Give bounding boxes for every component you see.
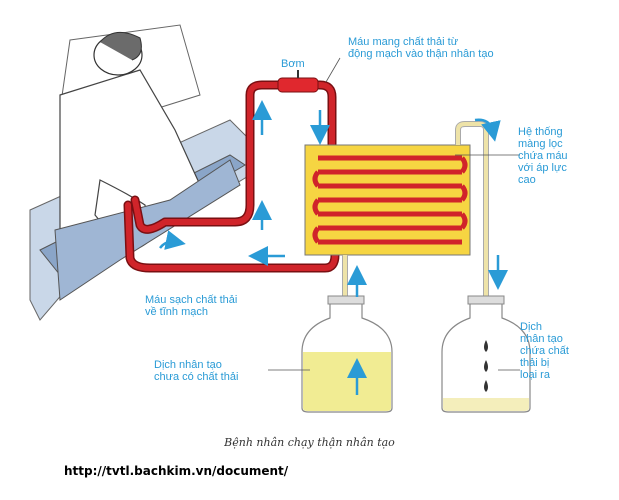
fresh-fluid-label: Dịch nhân tạo chưa có chất thải — [154, 359, 239, 383]
arrow-curve-icon — [474, 118, 501, 142]
clean-blood-label: Máu sạch chất thải về tĩnh mạch — [145, 294, 238, 318]
membrane-label: Hệ thống màng lọc chứa máu với áp lực ca… — [518, 126, 568, 186]
drip-drop — [484, 380, 488, 392]
arrow-curve-icon — [159, 230, 186, 250]
flow-arrows — [159, 100, 508, 395]
figure-caption: Bệnh nhân chạy thận nhân tạo — [224, 436, 395, 449]
waste-fluid-bottle — [441, 295, 531, 413]
source-url: http://tvtl.bachkim.vn/document/ — [64, 464, 289, 478]
pump — [277, 77, 319, 93]
blood-circuit — [123, 80, 340, 273]
patient-illustration — [29, 24, 251, 321]
drip-drop — [484, 340, 488, 352]
arterial-blood-label: Máu mang chất thải từ động mạch vào thận… — [348, 36, 494, 60]
leader-lines — [268, 57, 520, 371]
filter-unit — [304, 144, 471, 256]
fresh-fluid-bottle — [301, 295, 393, 413]
waste-fluid-label: Dịch nhân tạo chứa chất thải bị loại ra — [520, 321, 569, 381]
pump-label: Bơm — [281, 58, 305, 70]
filter-tubes — [312, 155, 468, 245]
drip-drop — [484, 360, 488, 372]
